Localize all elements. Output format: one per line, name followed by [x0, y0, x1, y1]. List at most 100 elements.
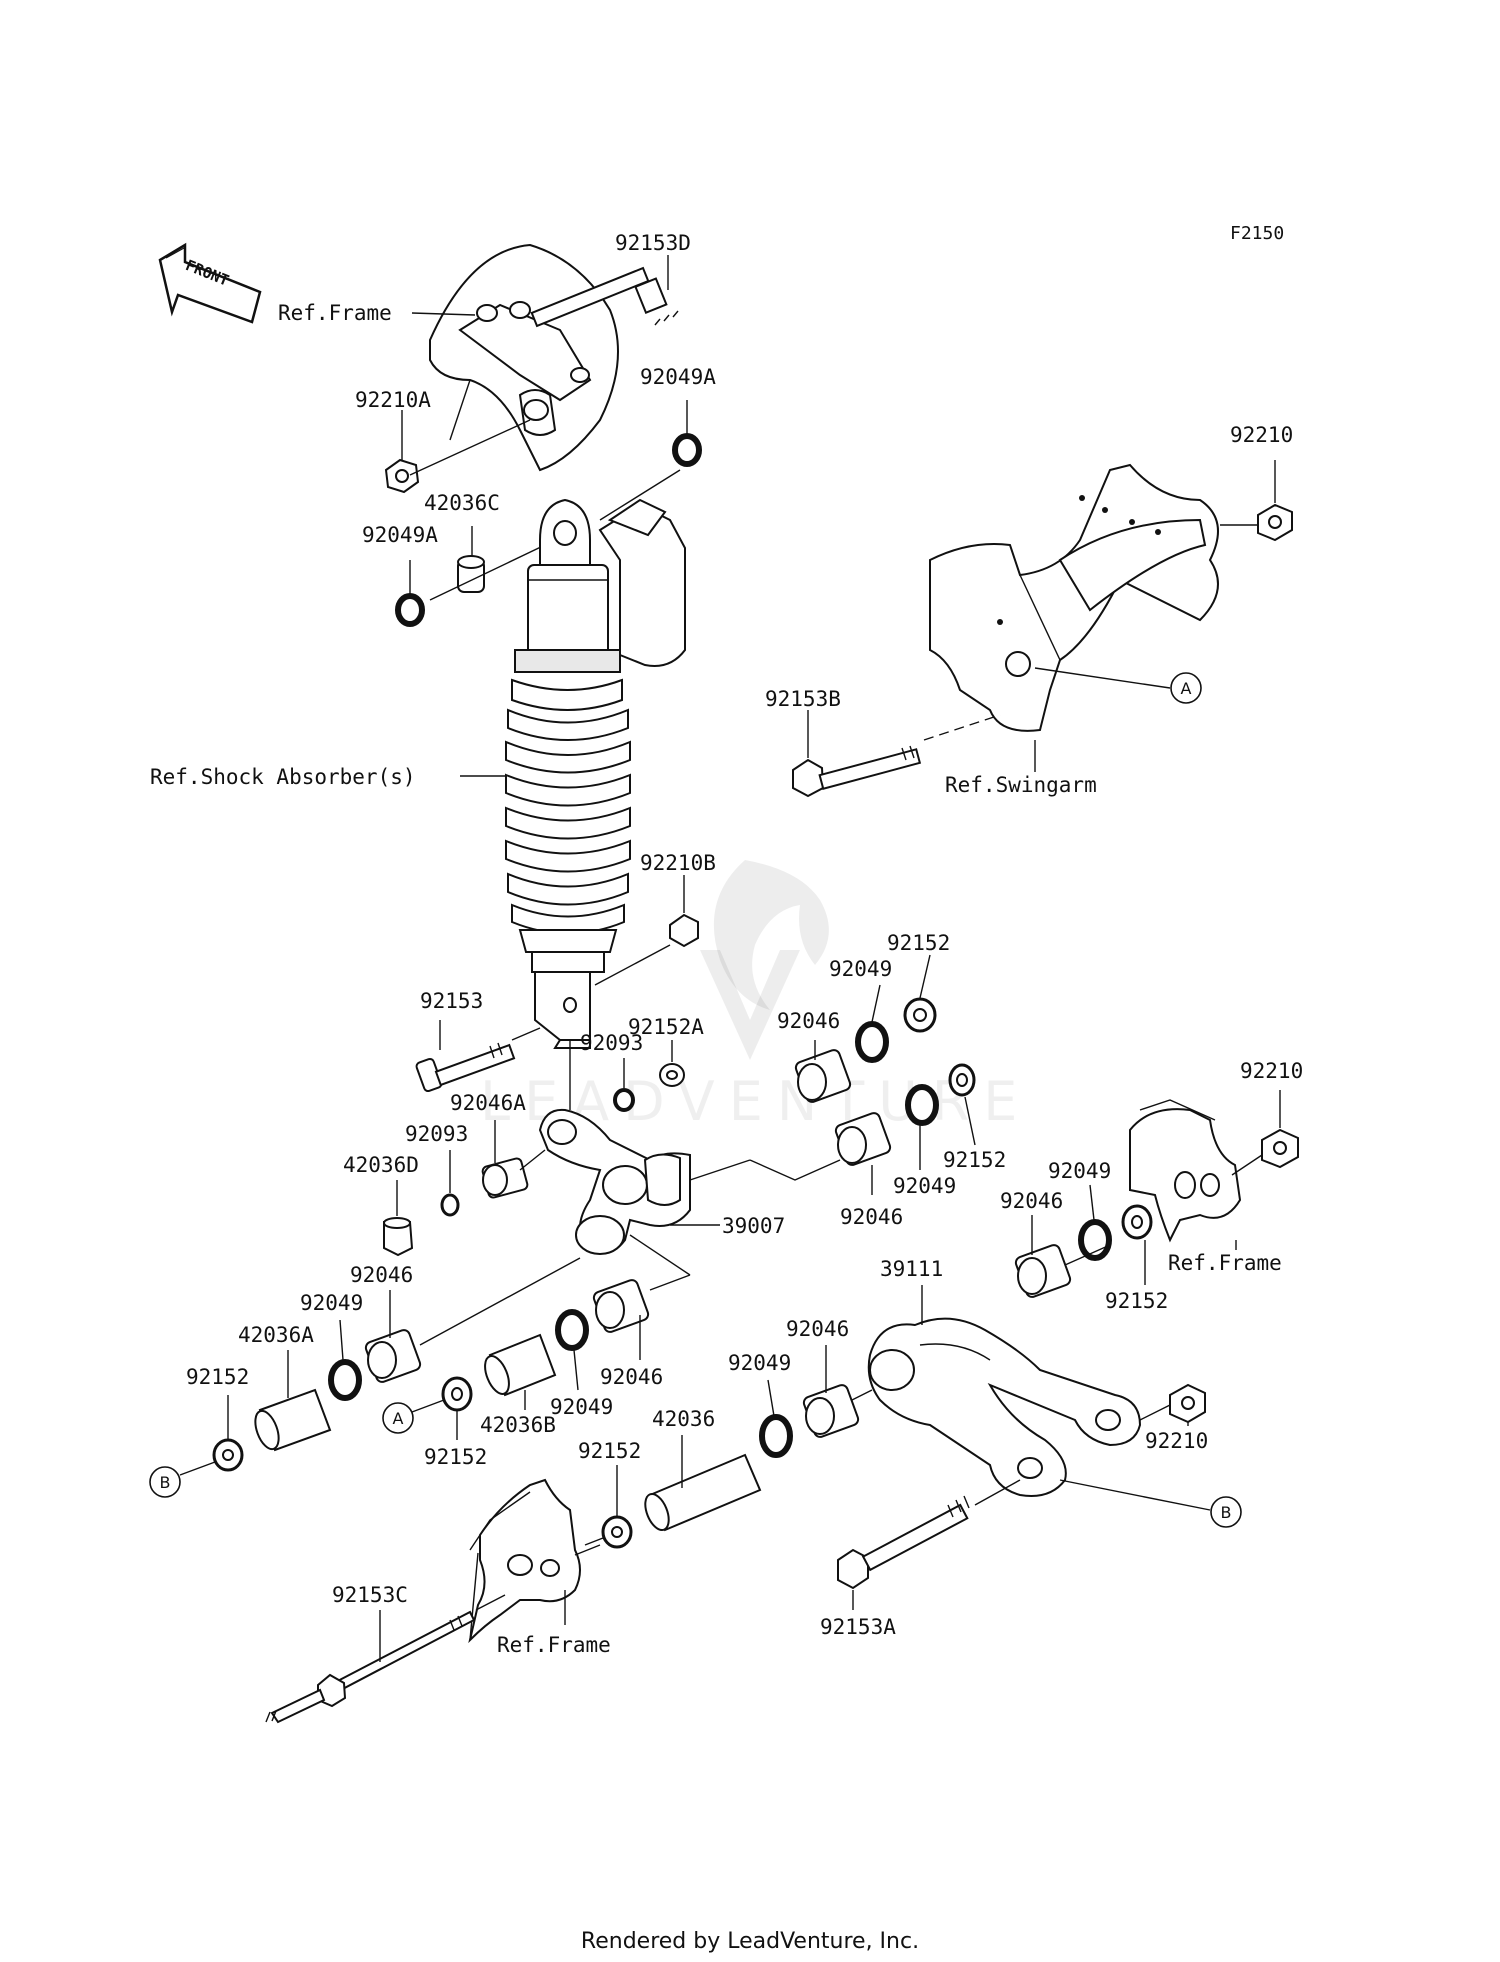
- collar-42036C[interactable]: [457, 555, 485, 593]
- axis-line-92210B: [594, 944, 671, 986]
- seal-92093-b[interactable]: [440, 1193, 460, 1217]
- callout-b-right[interactable]: B: [1210, 1496, 1242, 1528]
- label-92046-left: 92046: [350, 1263, 413, 1287]
- axis-line-92210-low: [1139, 1404, 1171, 1421]
- nut-92210-low[interactable]: [1169, 1383, 1206, 1424]
- tie-rod-39111[interactable]: [867, 1317, 1142, 1497]
- seal-92049-right[interactable]: [1078, 1219, 1112, 1261]
- bearing-92046-top[interactable]: [794, 1048, 852, 1103]
- washer-92049A-left[interactable]: [395, 593, 425, 627]
- nut-92210-right[interactable]: [1261, 1128, 1299, 1169]
- rocker-arm-39007[interactable]: [538, 1108, 691, 1255]
- washer-92152-top[interactable]: [903, 997, 937, 1033]
- bolt-92153B[interactable]: [792, 745, 922, 798]
- label-92152A: 92152A: [628, 1015, 704, 1039]
- seal-92049-mid[interactable]: [905, 1084, 939, 1126]
- label-92152-top: 92152: [887, 931, 950, 955]
- leader-92049-d: [767, 1379, 775, 1417]
- diagram-code: F2150: [1230, 223, 1284, 244]
- label-42036C: 42036C: [424, 491, 500, 515]
- front-arrow-icon[interactable]: FRONT: [158, 242, 262, 324]
- label-92046-d: 92046: [786, 1317, 849, 1341]
- washer-92152A[interactable]: [659, 1063, 685, 1087]
- nut-92210B[interactable]: [669, 913, 699, 948]
- label-92046A: 92046A: [450, 1091, 526, 1115]
- washer-92152-mid[interactable]: [948, 1063, 976, 1097]
- label-ref-frame-top: Ref.Frame: [278, 301, 392, 325]
- label-ref-frame-bottom: Ref.Frame: [497, 1633, 611, 1657]
- bolt-92153A[interactable]: [837, 1495, 970, 1590]
- leader-92152-top: [919, 954, 931, 999]
- seal-92049-top[interactable]: [855, 1021, 889, 1063]
- axis-line-39007-b: [749, 1159, 841, 1181]
- label-92049-mid: 92049: [893, 1174, 956, 1198]
- shock-absorber[interactable]: [505, 498, 686, 1049]
- callout-a-top[interactable]: A: [1170, 672, 1202, 704]
- washer-92152-c[interactable]: [441, 1376, 473, 1412]
- seal-92093-a[interactable]: [613, 1088, 635, 1112]
- label-92046-top: 92046: [777, 1009, 840, 1033]
- axis-line-92046-c: [649, 1274, 691, 1291]
- nut-92210A[interactable]: [384, 458, 420, 494]
- leader-92049-left: [339, 1319, 344, 1361]
- washer-92152-right[interactable]: [1121, 1204, 1153, 1240]
- svg-text:A: A: [1181, 679, 1192, 698]
- collar-42036A[interactable]: [251, 1388, 332, 1452]
- collar-42036D[interactable]: [383, 1217, 414, 1257]
- bearing-92046A[interactable]: [481, 1157, 529, 1199]
- washer-92152-d[interactable]: [601, 1515, 633, 1549]
- label-92049-right: 92049: [1048, 1159, 1111, 1183]
- axis-line-callout-b-left: [179, 1461, 216, 1476]
- nut-92210-top[interactable]: [1257, 503, 1293, 542]
- label-92152-left: 92152: [186, 1365, 249, 1389]
- axis-line-92152-d: [584, 1537, 604, 1546]
- label-92153A: 92153A: [820, 1615, 896, 1639]
- label-92049-d: 92049: [728, 1351, 791, 1375]
- seal-92049-left[interactable]: [328, 1359, 362, 1401]
- label-39111: 39111: [880, 1257, 943, 1281]
- label-92093-b: 92093: [405, 1122, 468, 1146]
- label-92049-c: 92049: [550, 1395, 613, 1419]
- label-ref-swingarm: Ref.Swingarm: [945, 773, 1097, 797]
- label-92153D: 92153D: [615, 231, 691, 255]
- axis-line-92049A: [599, 469, 681, 521]
- collar-42036B[interactable]: [480, 1333, 557, 1397]
- label-92152-c: 92152: [424, 1445, 487, 1469]
- label-92210B: 92210B: [640, 851, 716, 875]
- washer-92049A-right[interactable]: [672, 433, 702, 467]
- bearing-92046-mid[interactable]: [834, 1111, 892, 1166]
- seal-92049-c[interactable]: [555, 1309, 589, 1351]
- washer-92152-left[interactable]: [212, 1438, 244, 1472]
- bearing-92046-left[interactable]: [364, 1328, 422, 1383]
- label-92210-low: 92210: [1145, 1429, 1208, 1453]
- bearing-92046-d[interactable]: [802, 1383, 860, 1438]
- callout-b-left[interactable]: B: [149, 1466, 181, 1498]
- label-92210A: 92210A: [355, 388, 431, 412]
- bearing-92046-c[interactable]: [592, 1278, 650, 1333]
- bolt-92153D[interactable]: [530, 266, 679, 328]
- label-92152-right: 92152: [1105, 1289, 1168, 1313]
- label-42036D: 42036D: [343, 1153, 419, 1177]
- label-92046-mid: 92046: [840, 1205, 903, 1229]
- bolt-92153[interactable]: [415, 1042, 516, 1093]
- leader-92049-top: [871, 984, 881, 1023]
- label-92046-right: 92046: [1000, 1189, 1063, 1213]
- bearing-92046-right[interactable]: [1014, 1243, 1072, 1298]
- axis-line-92153A: [974, 1479, 1021, 1506]
- seal-92049-d[interactable]: [759, 1414, 793, 1458]
- leader-92152-mid: [964, 1096, 976, 1146]
- bolt-92153C[interactable]: [265, 1610, 476, 1724]
- leader-92049-c: [573, 1349, 579, 1391]
- label-92049A-right: 92049A: [640, 365, 716, 389]
- svg-text:B: B: [1221, 1503, 1232, 1522]
- label-92153C: 92153C: [332, 1583, 408, 1607]
- axis-line-92210-right: [1231, 1154, 1263, 1176]
- frame-bracket-right: [1129, 1099, 1242, 1243]
- axis-line-callout-a-bottom: [411, 1399, 445, 1413]
- axis-line-92210A: [409, 419, 531, 476]
- frame-bracket-top: [429, 243, 619, 472]
- collar-42036[interactable]: [641, 1453, 762, 1533]
- svg-text:B: B: [160, 1473, 171, 1492]
- callout-a-bottom[interactable]: A: [382, 1402, 414, 1434]
